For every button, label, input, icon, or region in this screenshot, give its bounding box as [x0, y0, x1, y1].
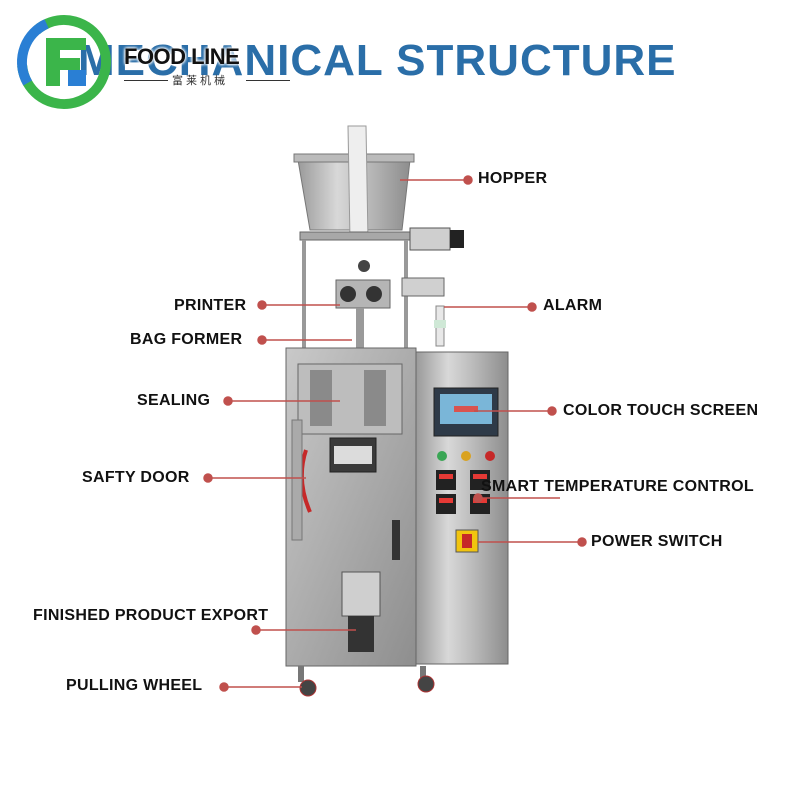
packing-machine-illustration — [285, 125, 509, 697]
food-line-logo-icon — [17, 15, 111, 109]
label-safty-door: SAFTY DOOR — [82, 469, 190, 486]
label-hopper: HOPPER — [478, 170, 548, 187]
label-sealing: SEALING — [137, 392, 211, 409]
label-bag-former: BAG FORMER — [130, 331, 243, 348]
label-pulling-wheel: PULLING WHEEL — [66, 677, 203, 694]
label-smart-temperature-control: SMART TEMPERATURE CONTROL — [481, 478, 754, 495]
label-printer: PRINTER — [174, 297, 247, 314]
brand-name: FOOD LINE — [124, 44, 240, 69]
brand-divider-left — [124, 80, 168, 81]
brand-divider-right — [246, 80, 290, 81]
page-title: MECHANICAL STRUCTURE — [78, 36, 677, 85]
label-finished-product-export: FINISHED PRODUCT EXPORT — [33, 607, 269, 624]
label-power-switch: POWER SWITCH — [591, 533, 723, 550]
label-color-touch-screen: COLOR TOUCH SCREEN — [563, 402, 759, 419]
brand-subtitle: 富莱机械 — [172, 74, 228, 87]
label-alarm: ALARM — [543, 297, 603, 314]
